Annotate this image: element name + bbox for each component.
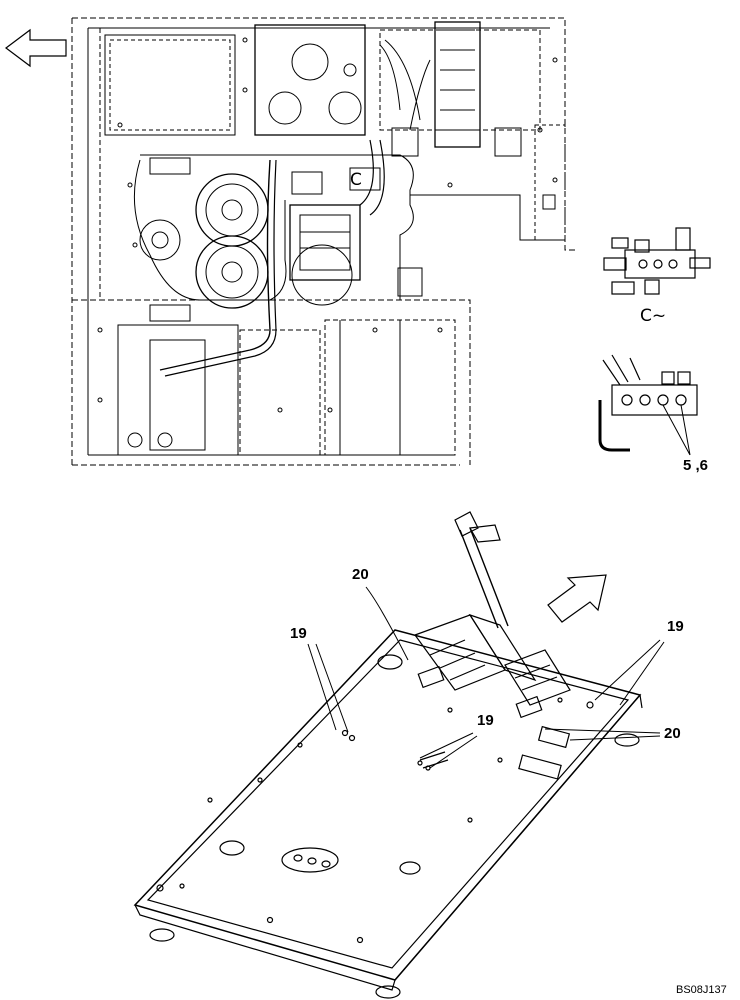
floor-plate-view: [133, 511, 643, 999]
figure-code: BS08J137: [676, 984, 727, 996]
leader-lines: [307, 586, 665, 769]
floor-plate-outline: [133, 629, 642, 981]
forward-direction-arrow: [547, 574, 607, 623]
callout-19-right: 19: [667, 618, 684, 635]
callout-5-6: 5 ,6: [683, 457, 709, 474]
main-c-label: C: [350, 170, 362, 190]
callout-19-mid: 19: [477, 712, 494, 729]
plate-holes: [156, 654, 594, 944]
fastener-marks: [97, 37, 558, 413]
travel-pedals: [414, 613, 571, 719]
detail-c-valve-block: [603, 227, 711, 295]
leader-5-6: [662, 404, 691, 456]
detail-fittings-5-6: [598, 354, 698, 456]
upper-frame-view: [5, 17, 575, 466]
callout-20-top: 20: [352, 566, 369, 583]
callout-20-right: 20: [664, 725, 681, 742]
callout-19-left: 19: [290, 625, 307, 642]
detail-c-label: C~: [640, 306, 667, 326]
travel-levers: [454, 511, 509, 629]
front-direction-arrow: [5, 28, 67, 68]
